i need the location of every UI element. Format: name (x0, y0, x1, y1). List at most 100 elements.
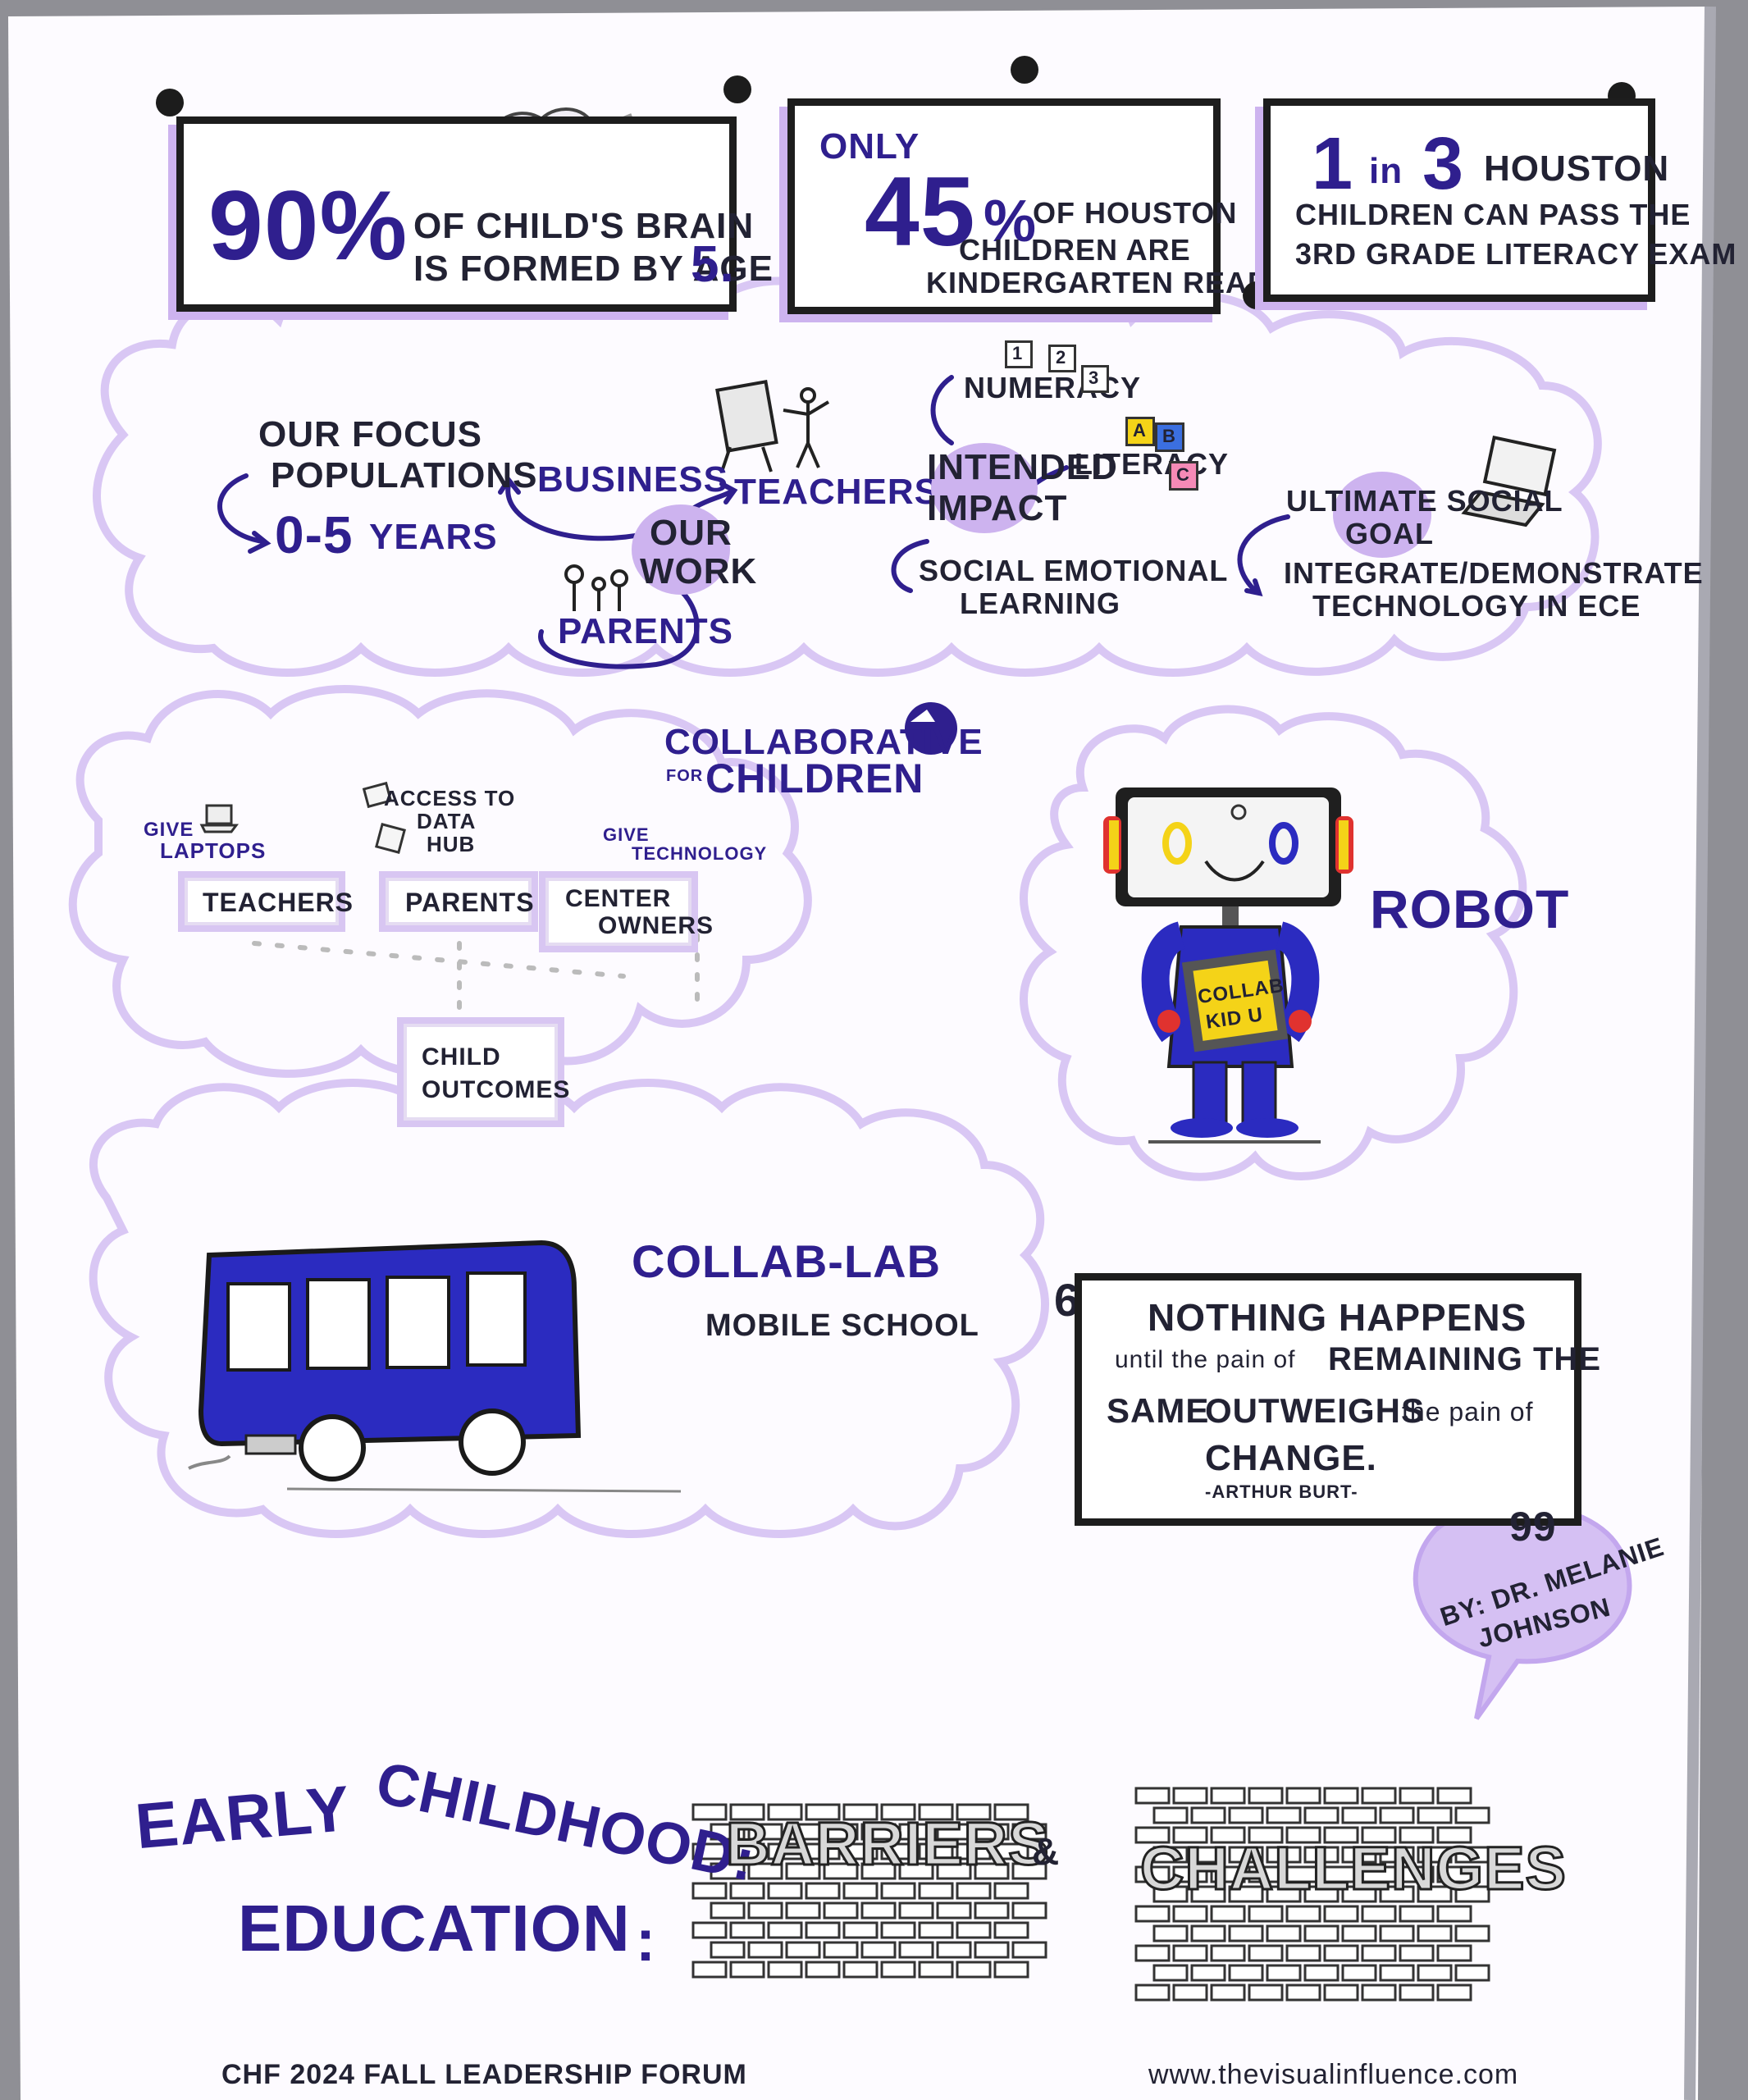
numeracy-block-3: 3 (1081, 365, 1109, 393)
brick (1361, 1865, 1397, 1883)
brick (1134, 1826, 1171, 1844)
robot-illustration (1103, 788, 1353, 1144)
access-line3: HUB (427, 832, 476, 856)
stat-literacy-in: in (1369, 151, 1403, 191)
quote-author: -ARTHUR BURT- (1205, 1481, 1358, 1502)
footer-title-colon: : (636, 1908, 656, 1974)
intended-impact-blob (931, 443, 1038, 533)
brick (1172, 1865, 1208, 1883)
quote-line2b: REMAINING THE (1328, 1341, 1601, 1377)
node-outcome-line1: CHILD (422, 1043, 501, 1071)
brick (1323, 1787, 1359, 1805)
collaborative-logo-icon (905, 702, 957, 755)
brick (1210, 1787, 1246, 1805)
brick (1172, 1826, 1208, 1844)
brick (767, 1803, 803, 1821)
brick (710, 1862, 746, 1880)
brick (1248, 1826, 1284, 1844)
goal-tech-line2: TECHNOLOGY IN ECE (1312, 589, 1641, 623)
brick (1285, 1826, 1321, 1844)
stat-box-kinder: ONLY 45 % OF HOUSTON CHILDREN ARE KINDER… (787, 98, 1289, 314)
brick (898, 1901, 934, 1920)
brick (1454, 1846, 1490, 1864)
brick (729, 1803, 765, 1821)
brick (1134, 1905, 1171, 1923)
brick (880, 1803, 916, 1821)
brick (691, 1842, 728, 1860)
brick (956, 1921, 992, 1939)
brick (1266, 1964, 1302, 1982)
brick (956, 1803, 992, 1821)
footer-site: www.thevisualinfluence.com (1148, 2059, 1519, 2090)
brick (1134, 1984, 1171, 2002)
our-work-blob (632, 504, 730, 595)
brick (918, 1921, 954, 1939)
brick (918, 1961, 954, 1979)
impact-numeracy: NUMERACY (964, 371, 1142, 404)
quote-line4: CHANGE. (1205, 1438, 1377, 1478)
focus-title-line1: OUR FOCUS (258, 414, 482, 454)
brick (956, 1842, 992, 1860)
brick (1134, 1865, 1171, 1883)
node-center-line2: OWNERS (598, 912, 714, 939)
brick (785, 1941, 821, 1959)
brick (1248, 1787, 1284, 1805)
brick (1210, 1826, 1246, 1844)
brick (1323, 1944, 1359, 1962)
brick (823, 1901, 859, 1920)
stat-kinder-value: 45 (865, 157, 976, 267)
brick (1323, 1826, 1359, 1844)
brick (918, 1842, 954, 1860)
brick (1285, 1984, 1321, 2002)
brick (785, 1862, 821, 1880)
brick (1011, 1862, 1047, 1880)
brick (936, 1862, 972, 1880)
brick (1417, 1964, 1453, 1982)
focus-range: 0-5 (275, 505, 354, 564)
brick (993, 1882, 1029, 1900)
brick (767, 1842, 803, 1860)
goal-tech-line1: INTEGRATE/DEMONSTRATE (1284, 556, 1704, 590)
brick (1379, 1964, 1415, 1982)
brick (993, 1842, 1029, 1860)
brick (1379, 1846, 1415, 1864)
focus-years: YEARS (369, 517, 498, 557)
footer-title-education: EDUCATION (238, 1892, 631, 1965)
brick (1454, 1964, 1490, 1982)
numeracy-block-label: 1 (1012, 343, 1024, 363)
bus-illustration (188, 1239, 682, 1493)
collaborative-line1: COLLABORATIVE (664, 722, 984, 762)
brick (729, 1961, 765, 1979)
brick (1190, 1964, 1226, 1982)
goal-blob (1333, 472, 1431, 558)
brick (1303, 1964, 1340, 1982)
brick (1228, 1846, 1264, 1864)
brick (1399, 1944, 1435, 1962)
brick (1436, 1944, 1472, 1962)
brick (1361, 1905, 1397, 1923)
impact-line2: IMPACT (927, 488, 1068, 528)
brick-wall-challenges (1134, 1787, 1490, 2002)
brick (860, 1862, 897, 1880)
brick (974, 1941, 1010, 1959)
brick (1436, 1787, 1472, 1805)
brick (1417, 1885, 1453, 1903)
brick (767, 1882, 803, 1900)
brick (710, 1941, 746, 1959)
brick (729, 1921, 765, 1939)
stat-literacy-houston: HOUSTON (1484, 148, 1670, 189)
stat-brain-age: 5. (691, 236, 735, 293)
focus-title-line2: POPULATIONS (271, 455, 538, 495)
quote-line3c: the pain of (1402, 1397, 1534, 1427)
brick (823, 1941, 859, 1959)
impact-line1: INTENDED (927, 447, 1118, 487)
brick (1190, 1924, 1226, 1942)
brick (860, 1823, 897, 1841)
brick (936, 1941, 972, 1959)
brick-wall-barriers (691, 1803, 1047, 1979)
goal-line2: GOAL (1345, 517, 1434, 550)
brick (1134, 1787, 1171, 1805)
our-work-line2: WORK (640, 551, 758, 591)
brick (1248, 1865, 1284, 1883)
numeracy-block-label: 2 (1056, 347, 1067, 368)
